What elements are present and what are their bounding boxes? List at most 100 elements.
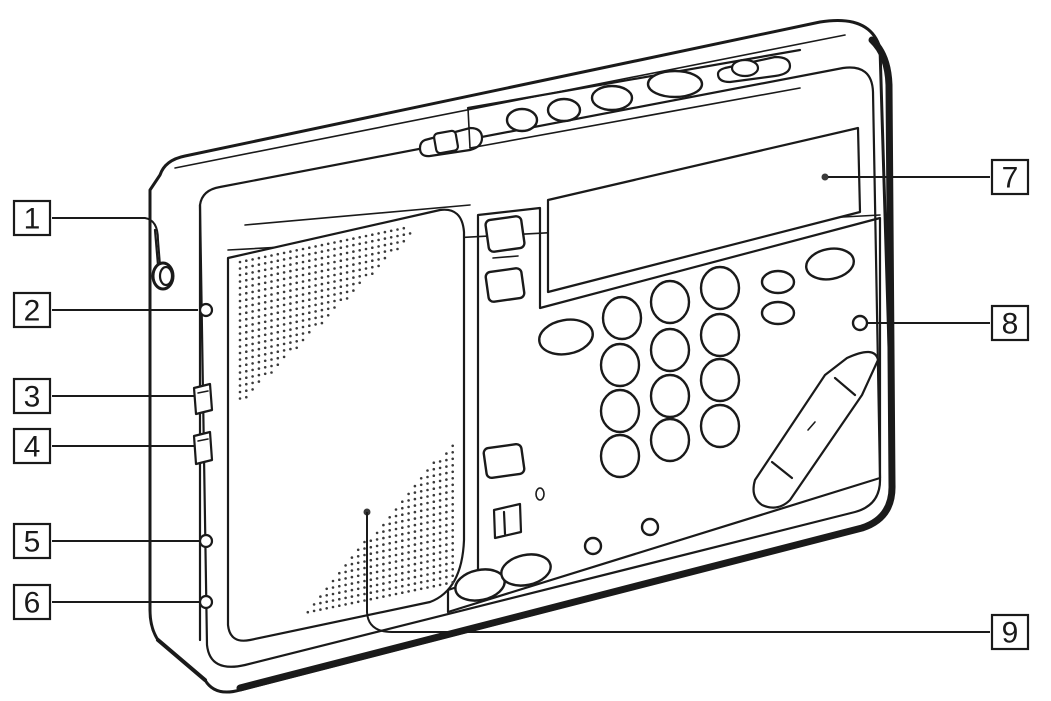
grille-dot	[445, 491, 448, 494]
grille-dot	[364, 260, 368, 264]
grille-dot	[358, 249, 362, 252]
grille-dot	[338, 578, 341, 581]
grille-dot	[358, 242, 362, 246]
grille-dot	[295, 301, 299, 304]
grille-dot	[407, 531, 410, 535]
grille-dot	[445, 517, 448, 520]
grille-dot	[369, 578, 373, 581]
grille-dot	[263, 366, 267, 369]
grille-dot	[308, 278, 311, 282]
grille-dot	[314, 290, 317, 294]
grille-dot	[270, 260, 273, 264]
grille-dot	[263, 288, 267, 291]
grille-dot	[451, 574, 455, 578]
grille-dot	[445, 523, 448, 527]
grille-dot	[438, 505, 442, 509]
grille-dot	[270, 358, 273, 361]
grille-dot	[383, 250, 387, 253]
grille-dot	[326, 249, 330, 252]
grille-dot	[339, 239, 343, 243]
grille-dot	[314, 258, 317, 261]
grille-dot	[388, 568, 392, 571]
grille-dot	[383, 237, 387, 240]
grille-dot	[319, 608, 322, 611]
speaker-grille	[238, 226, 455, 614]
grille-dot	[419, 555, 423, 558]
grille-dot	[402, 226, 406, 230]
grille-dot	[375, 531, 379, 535]
grille-dot	[426, 488, 429, 492]
grille-dot	[345, 251, 349, 255]
grille-dot	[245, 272, 248, 276]
grille-dot	[331, 586, 335, 589]
grille-dot	[388, 529, 392, 532]
grille-dot	[383, 243, 387, 247]
grille-dot	[407, 505, 410, 509]
grille-dot	[382, 582, 385, 585]
grille-dot	[394, 573, 398, 576]
grille-dot	[377, 245, 380, 248]
grille-dot	[344, 564, 347, 567]
grille-dot	[308, 330, 311, 334]
grille-dot	[257, 302, 261, 305]
grille-dot	[295, 320, 299, 324]
grille-dot	[320, 250, 324, 253]
grille-dot	[263, 301, 267, 304]
grille-dot	[338, 584, 341, 588]
grille-dot	[445, 497, 448, 501]
grille-dot	[295, 268, 299, 272]
grille-dot	[238, 390, 242, 394]
grille-dot	[295, 340, 299, 343]
grille-dot	[426, 573, 429, 576]
grille-dot	[445, 562, 448, 566]
grille-dot	[396, 241, 399, 244]
grille-dot	[419, 535, 423, 539]
callout-label-8: 8	[1002, 308, 1019, 341]
grille-dot	[339, 278, 343, 282]
grille-dot	[245, 330, 248, 334]
grille-dot	[301, 293, 305, 296]
grille-dot	[407, 583, 410, 587]
grille-dot	[432, 558, 436, 562]
grille-dot	[394, 586, 398, 589]
grille-dot	[295, 314, 299, 317]
grille-dot	[438, 583, 442, 587]
grille-dot	[438, 538, 442, 541]
grille-dot	[282, 349, 286, 352]
grille-dot	[445, 458, 448, 462]
grille-dot	[270, 332, 273, 335]
grille-dot	[407, 544, 410, 548]
grille-dot	[371, 265, 374, 269]
grille-dot	[251, 362, 254, 365]
grille-dot	[263, 294, 267, 298]
grille-dot	[350, 582, 354, 585]
grille-dot	[445, 452, 448, 455]
grille-dot	[388, 581, 392, 584]
grille-dot	[401, 584, 404, 588]
grille-dot	[289, 256, 292, 260]
grille-dot	[270, 280, 273, 283]
grille-dot	[320, 276, 324, 279]
grille-dot	[383, 256, 387, 260]
grille-dot	[301, 306, 305, 309]
grille-dot	[394, 553, 398, 557]
grille-dot	[245, 291, 248, 295]
grille-dot	[407, 590, 410, 593]
grille-dot	[289, 334, 292, 338]
grille-dot	[345, 264, 349, 268]
grille-dot	[377, 251, 380, 255]
grille-dot	[282, 329, 286, 333]
grille-dot	[363, 566, 366, 570]
grille-dot	[371, 233, 374, 236]
grille-dot	[308, 324, 311, 328]
grille-dot	[339, 285, 343, 289]
grille-dot	[401, 571, 404, 575]
grille-dot	[276, 356, 280, 360]
grille-dot	[451, 490, 455, 493]
grille-dot	[276, 259, 280, 263]
grille-dot	[289, 263, 292, 266]
grille-dot	[352, 263, 355, 266]
leader-1	[52, 217, 161, 266]
grille-dot	[333, 241, 336, 244]
